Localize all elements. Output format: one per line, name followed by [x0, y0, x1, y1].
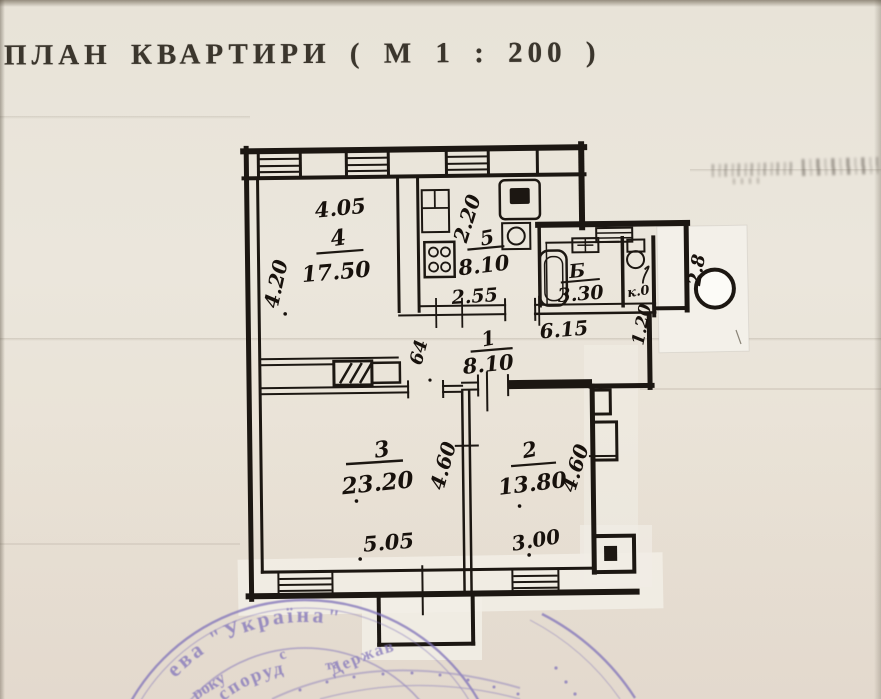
walls [240, 141, 691, 647]
room2-dim-bottom: 3.00 [510, 524, 562, 556]
stove-icon [423, 240, 457, 279]
window-sill-lines [259, 155, 488, 174]
hallway-dim-top: 6.15 [539, 316, 590, 344]
kitchen-area: 8.10 [456, 250, 511, 281]
fraction-bars [316, 245, 600, 468]
fixtures [420, 178, 736, 310]
flue-hatch [332, 359, 374, 387]
dimension-ticks [283, 295, 618, 561]
kitchen-number: 5 [478, 224, 496, 250]
room3-area: 23.20 [339, 466, 414, 500]
balcony-right-dim: 2.8 [684, 252, 710, 288]
washbasin-icon [501, 221, 532, 251]
bathroom-area: 3.30 [557, 281, 605, 307]
room3-number: 3 [372, 436, 391, 464]
kitchen-sink-icon [498, 178, 542, 221]
stamp-word-ta: та [324, 657, 340, 674]
room3-dim-right: 4.60 [425, 439, 461, 492]
bathtub-icon [538, 249, 569, 307]
kitchen-dim-bottom: 2.55 [450, 284, 499, 309]
bath-sink-icon [571, 237, 600, 254]
bathroom-number: Б [567, 260, 586, 284]
hallway-number: 1 [479, 325, 497, 351]
room2-number: 2 [519, 436, 539, 463]
hallway-dim-left: 64 [406, 338, 433, 367]
window-sill-lines [279, 574, 558, 592]
living-room-number: 4 [329, 224, 348, 252]
kitchen-counter-icon [420, 188, 451, 234]
hallway-area: 8.10 [460, 349, 515, 379]
room3-dim-bottom: 5.05 [362, 528, 415, 557]
living-room-area: 17.50 [301, 256, 372, 288]
wc-dim-bottom: 1.20 [628, 302, 656, 347]
toilet-icon [626, 238, 650, 284]
punched-hole [693, 267, 736, 310]
living-room-dim-left: 4.20 [259, 257, 293, 310]
stamp-dotted-line [298, 666, 577, 696]
living-room-dim-top: 4.05 [314, 193, 367, 223]
wc-note: к.0 [626, 283, 650, 301]
